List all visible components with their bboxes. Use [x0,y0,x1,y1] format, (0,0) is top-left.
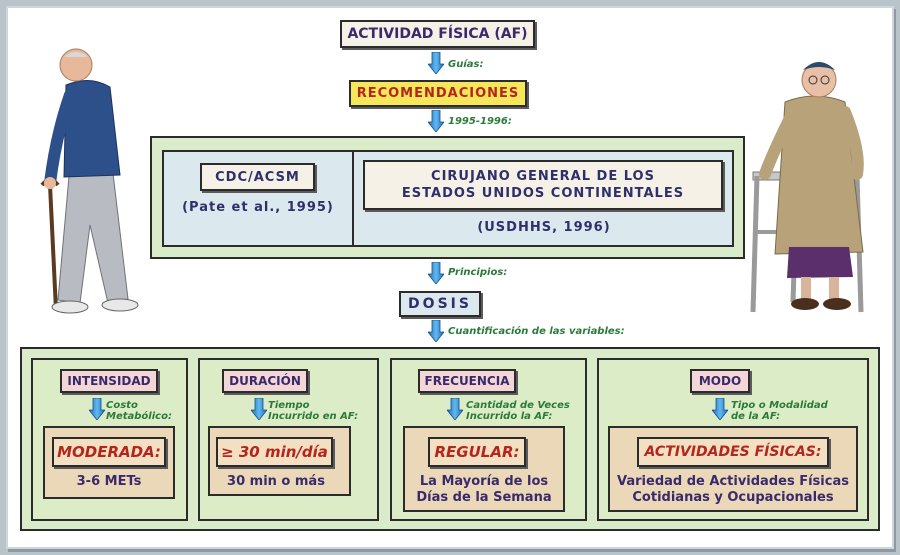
modo-detail-line1: Variedad de Actividades Físicas [617,474,849,489]
modo-arrow-line2: de la AF: [731,411,781,422]
surgeon-general-line1: CIRUJANO GENERAL DE LOS [431,169,655,184]
frecuencia-arrow-line1: Cantidad de Veces [466,400,570,411]
elderly-woman-illustration [750,62,864,313]
intensidad-arrow-label: Costo Metabólico: [106,400,172,422]
frecuencia-detail-line1: La Mayoría de los [419,474,549,489]
dosis-box: DOSIS [399,291,481,317]
actividades-fisicas-label: ACTIVIDADES FÍSICAS: [637,437,829,467]
modo-arrow-line1: Tipo o Modalidad [731,400,828,411]
arrow-label-cuantificacion: Cuantificación de las variables: [448,326,625,337]
modo-detail-line2: Cotidianas y Ocupacionales [632,490,834,505]
down-arrow-icon [428,320,444,342]
duracion-arrow-line1: Tiempo [268,400,310,411]
duracion-header: DURACIÓN [222,369,308,393]
intensidad-arrow-line1: Costo [106,400,138,411]
down-arrow-icon [89,398,105,420]
frecuencia-arrow-label: Cantidad de Veces Incurrido la AF: [466,400,570,422]
regular-label: REGULAR: [428,437,526,467]
usdhhs-reference: (USDHHS, 1996) [477,219,611,235]
intensidad-header: INTENSIDAD [60,369,158,393]
down-arrow-icon [428,262,444,284]
duracion-detail: 30 min o más [210,474,342,490]
surgeon-general-line2: ESTADOS UNIDOS CONTINENTALES [401,186,685,201]
down-arrow-icon [428,52,444,74]
down-arrow-icon [251,398,267,420]
arrow-label-years: 1995-1996: [448,116,512,127]
down-arrow-icon [447,398,463,420]
down-arrow-icon [428,110,444,132]
intensidad-arrow-line2: Metabólico: [106,411,172,422]
duracion-detail-line1: 30 min o más [227,474,325,489]
duracion-arrow-label: Tiempo Incurrido en AF: [268,400,358,422]
arrow-label-guias: Guías: [448,59,484,70]
frecuencia-detail-line2: Días de la Semana [416,490,552,505]
recomendaciones-box: RECOMENDACIONES [349,80,527,107]
frecuencia-detail: La Mayoría de los Días de la Semana [405,474,563,506]
frecuencia-header: FRECUENCIA [418,369,516,393]
elderly-man-illustration [40,48,139,314]
modo-detail: Variedad de Actividades Físicas Cotidian… [610,474,856,506]
frecuencia-arrow-line2: Incurrido la AF: [466,411,553,422]
modo-arrow-label: Tipo o Modalidad de la AF: [731,400,828,422]
duracion-value-label: ≥ 30 min/día [216,437,333,467]
surgeon-general-label: CIRUJANO GENERAL DE LOS ESTADOS UNIDOS C… [363,160,723,210]
intensidad-detail-line1: 3-6 METs [76,474,142,489]
down-arrow-icon [712,398,728,420]
actividad-fisica-title: ACTIVIDAD FÍSICA (AF) [340,20,535,48]
intensidad-detail: 3-6 METs [45,474,173,490]
modo-header: MODO [690,369,750,393]
arrow-label-principios: Principios: [448,267,508,278]
duracion-arrow-line2: Incurrido en AF: [268,411,359,422]
cdc-acsm-label: CDC/ACSM [200,163,315,191]
cdc-reference: (Pate et al., 1995) [182,199,334,215]
moderada-label: MODERADA: [52,437,166,467]
